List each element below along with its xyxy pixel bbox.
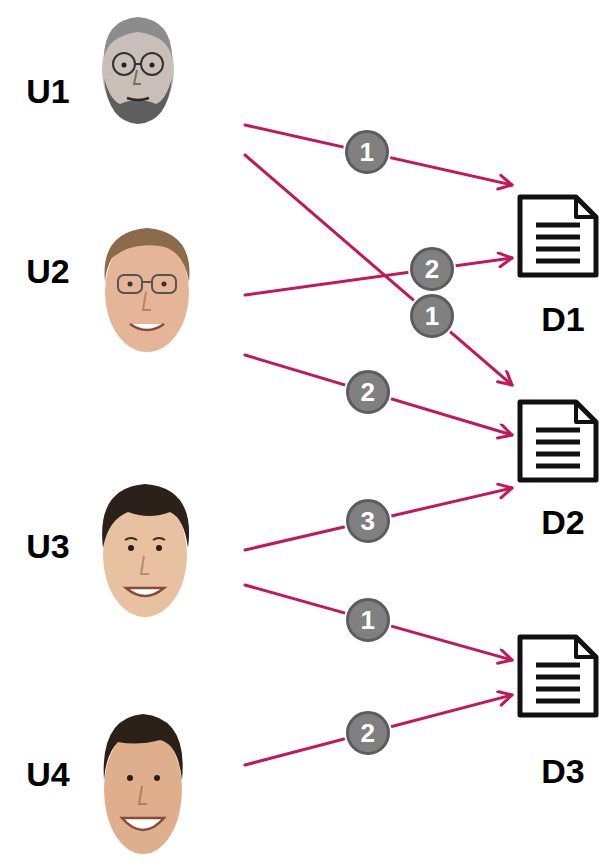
weight-badge: 1 xyxy=(410,294,454,338)
document-node: D2 xyxy=(512,380,602,545)
node-label: U4 xyxy=(26,756,69,793)
document-node: D1 xyxy=(512,180,602,340)
weight-badge: 2 xyxy=(410,247,454,291)
weight-number: 2 xyxy=(425,256,439,282)
document-icon xyxy=(520,402,596,480)
weighted-arrow xyxy=(245,155,512,385)
node-label: D2 xyxy=(541,504,584,541)
weighted-arrow xyxy=(245,695,512,765)
document-node: D3 xyxy=(512,630,602,795)
weight-number: 1 xyxy=(360,139,374,165)
weight-badge: 3 xyxy=(346,499,390,543)
user-portrait xyxy=(105,228,190,352)
document-icon xyxy=(520,197,596,275)
weight-number: 2 xyxy=(361,379,375,405)
weight-badge: 1 xyxy=(345,130,389,174)
node-label: U2 xyxy=(26,253,69,290)
weighted-arrow xyxy=(245,258,512,295)
user-node: U4 xyxy=(10,700,245,860)
node-label: D1 xyxy=(541,301,584,338)
weighted-arrow xyxy=(245,355,512,435)
user-portrait xyxy=(104,714,183,854)
weighted-arrow xyxy=(245,488,512,550)
weight-number: 2 xyxy=(361,720,375,746)
weight-badge: 2 xyxy=(346,711,390,755)
weight-number: 3 xyxy=(361,508,375,534)
document-icon xyxy=(520,637,596,715)
weight-badge: 1 xyxy=(346,598,390,642)
node-label: D3 xyxy=(541,753,584,790)
user-node: U2 xyxy=(10,215,245,365)
weight-badge: 2 xyxy=(346,370,390,414)
weighted-arrow xyxy=(245,125,512,185)
weight-number: 1 xyxy=(425,303,439,329)
weight-number: 1 xyxy=(361,607,375,633)
weighted-arrow xyxy=(245,585,512,660)
user-portrait xyxy=(102,17,174,124)
node-label: U3 xyxy=(26,528,69,565)
node-label: U1 xyxy=(26,73,69,110)
user-portrait xyxy=(102,484,189,617)
user-node: U3 xyxy=(10,470,245,620)
user-node: U1 xyxy=(10,0,245,165)
